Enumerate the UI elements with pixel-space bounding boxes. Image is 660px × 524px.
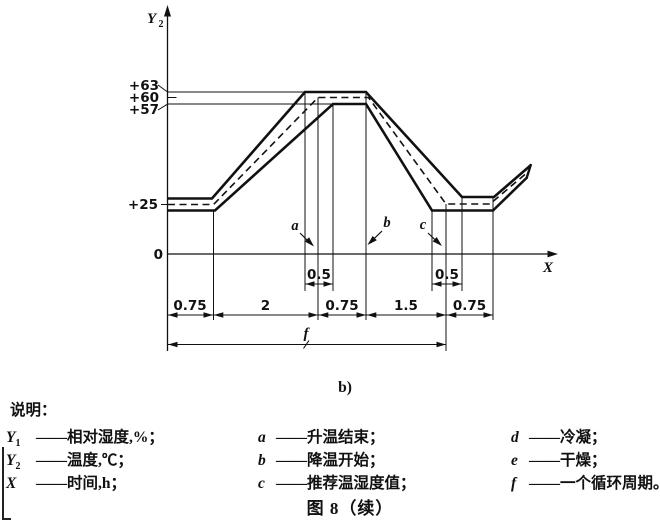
callout-a-arrow-icon (304, 237, 314, 247)
tick-label-63: +63 (129, 78, 159, 94)
callout-b-label: b (383, 215, 390, 231)
y-axis-arrow-icon (164, 5, 171, 17)
dimension-row (167, 312, 493, 318)
legend-text-x: ——时间,h； (36, 475, 126, 492)
scan-artifact-horizontal-line (2, 518, 11, 520)
y-axis-label: Y (147, 11, 158, 27)
y-axis-label-sub: 2 (159, 19, 164, 30)
half-dimension-right-label: 0.5 (435, 267, 459, 283)
callout-c-arrow-icon (432, 236, 442, 246)
legend-sym-e: e (511, 452, 518, 469)
legend-item-d: d ——冷凝； (511, 425, 607, 447)
legend-item-a: a ——升温结束； (258, 425, 385, 447)
dim-seg5-label: 0.75 (453, 298, 486, 314)
legend-sym-x: X (6, 475, 17, 492)
callout-a: a (291, 218, 314, 247)
legend-text-c: ——推荐温湿度值； (276, 475, 416, 492)
half-dimension-right (432, 281, 462, 287)
curve-recommended-dashed (168, 96, 530, 206)
half-dimension-left (305, 281, 333, 287)
scan-artifact-vertical-line (2, 447, 4, 519)
legend-item-y2: Y2 ——温度,℃； (6, 448, 133, 472)
legend-sym-d: d (511, 429, 519, 446)
callout-b: b (367, 215, 391, 245)
origin-label: 0 (154, 247, 163, 263)
half-dimension-left-label: 0.5 (307, 267, 331, 283)
callout-c: c (420, 217, 442, 246)
legend-sym-f: f (511, 475, 517, 492)
legend-text-d: ——冷凝； (529, 429, 607, 446)
curve-lower-limit (168, 102, 528, 212)
curve-upper-limit (168, 90, 532, 200)
legend-sym-a: a (258, 429, 266, 446)
reference-lines (157, 84, 333, 205)
tick-label-57: +57 (129, 102, 159, 118)
curve-end-cap (525, 163, 533, 179)
legend-sym-c: c (258, 475, 265, 492)
callout-c-label: c (420, 217, 427, 233)
tick-label-25: +25 (128, 197, 158, 213)
legend-item-f: f ——一个循环周期。 (511, 471, 660, 493)
figure-caption: 图 8（续） (306, 499, 394, 518)
dim-seg2-label: 2 (261, 298, 270, 314)
cycle-dimension-label: f (304, 326, 311, 342)
dim-seg3-label: 0.75 (325, 298, 358, 314)
legend-text-e: ——干燥； (529, 452, 607, 469)
x-axis-arrow-icon (547, 250, 558, 258)
callout-a-label: a (291, 218, 298, 234)
dim-seg4-label: 1.5 (394, 298, 418, 314)
legend-text-b: ——降温开始； (276, 452, 385, 469)
legend-item-b: b ——降温开始； (258, 448, 385, 470)
legend-sym-b: b (258, 452, 266, 469)
subfigure-label: b) (338, 379, 352, 396)
legend-item-x: X ——时间,h； (6, 471, 126, 495)
callout-b-arrow-icon (367, 235, 377, 245)
legend-text-f: ——一个循环周期。 (529, 475, 660, 492)
cycle-dimension (167, 340, 446, 349)
legend-sym-y2: Y2 (6, 452, 21, 473)
legend-title: 说明： (10, 402, 57, 419)
dim-seg1-label: 0.75 (173, 298, 206, 314)
tick-label-60: +60 (129, 90, 159, 106)
legend-item-c: c ——推荐温湿度值； (258, 471, 416, 493)
x-axis-label: X (542, 260, 554, 276)
legend-item-y1: Y1 ——相对湿度,%； (6, 425, 164, 449)
legend-item-e: e ——干燥； (511, 448, 607, 470)
legend-text-y2: ——温度,℃； (36, 452, 133, 469)
legend-text-y1: ——相对湿度,%； (36, 429, 164, 446)
legend-text-a: ——升温结束； (276, 429, 385, 446)
extension-lines (213, 92, 494, 351)
legend-sym-y1: Y1 (6, 429, 21, 450)
